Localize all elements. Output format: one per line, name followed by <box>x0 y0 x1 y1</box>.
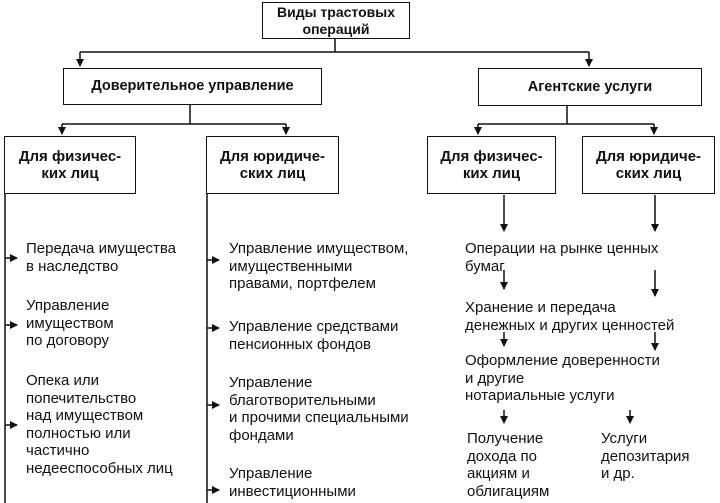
ag-individuals-only-item: Получение дохода по акциям и облигациям <box>467 430 550 500</box>
agency-services-box: Агентские услуги <box>478 68 702 106</box>
root-box: Виды трастовых операций <box>262 2 410 39</box>
ag-individuals-label: Для физичес- ких лиц <box>440 147 543 182</box>
agency-shared-item: Оформление доверенности и другие нотариа… <box>465 352 660 405</box>
tm-legal-label: Для юридиче- ских лиц <box>219 147 326 182</box>
tm-legal-box: Для юридиче- ских лиц <box>206 136 339 194</box>
tm-legal-item: Управление средствами пенсионных фондов <box>229 318 399 353</box>
trust-management-box: Доверительное управление <box>63 68 322 105</box>
trust-management-label: Доверительное управление <box>91 78 294 95</box>
ag-legal-box: Для юридиче- ских лиц <box>582 136 715 194</box>
ag-individuals-box: Для физичес- ких лиц <box>427 136 556 194</box>
tm-individuals-label: Для физичес- ких лиц <box>18 147 122 182</box>
tm-individuals-item: Управление имуществом по договору <box>26 297 114 350</box>
tm-individuals-item: Опека или попечительство над имуществом … <box>26 372 173 477</box>
tm-legal-item: Управление благотворительными и прочими … <box>229 374 409 444</box>
tm-legal-item: Управление имуществом, имущественными пр… <box>229 240 409 293</box>
ag-legal-label: Для юридиче- ских лиц <box>595 147 702 182</box>
agency-services-label: Агентские услуги <box>527 78 653 95</box>
root-label: Виды трастовых операций <box>276 4 395 37</box>
tm-legal-item: Управление инвестиционными <box>229 465 356 500</box>
tm-individuals-box: Для физичес- ких лиц <box>4 136 136 194</box>
agency-shared-item: Хранение и передача денежных и других це… <box>465 299 675 334</box>
agency-shared-item: Операции на рынке ценных бумаг <box>465 240 659 275</box>
tm-individuals-item: Передача имущества в наследство <box>26 240 176 275</box>
ag-legal-only-item: Услуги депозитария и др. <box>601 430 690 483</box>
